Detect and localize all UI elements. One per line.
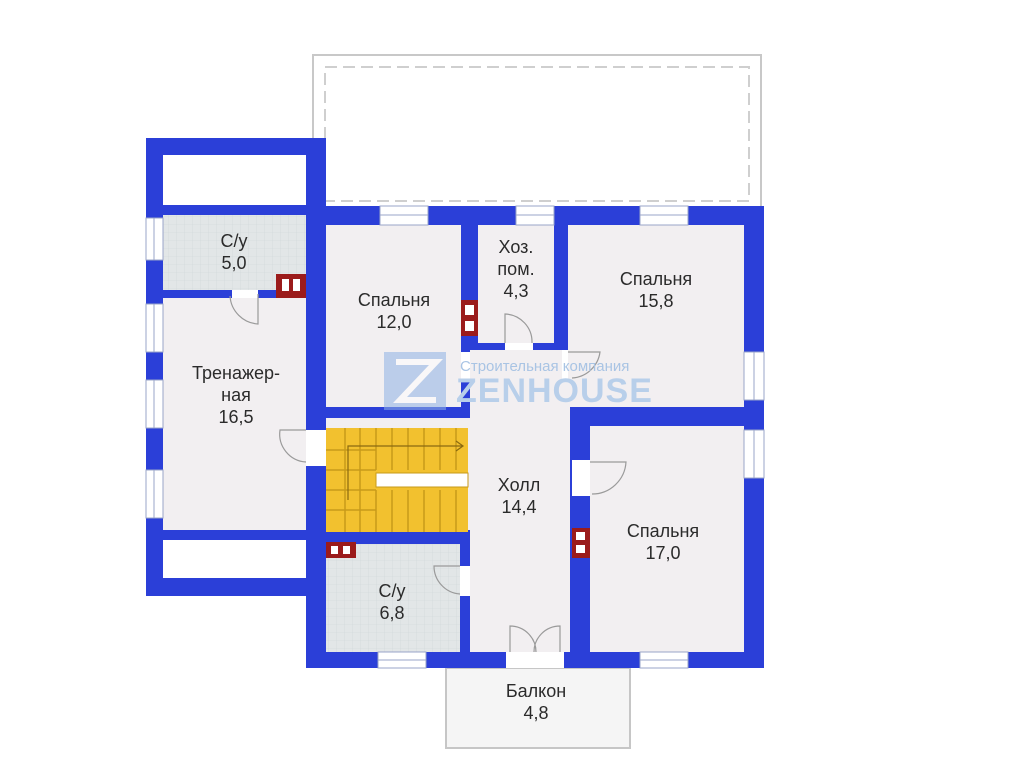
stair-well [375,472,469,488]
bedroom-12-label: Спальня 12,0 [358,289,430,333]
room-name: Балкон [505,681,567,701]
room-area: 5,0 [221,253,247,273]
doors [229,290,627,668]
window-mullions [153,214,755,661]
watermark-subtitle: Строительная компания [460,358,630,375]
balcony [445,667,631,749]
stair-treads [326,428,457,532]
room-area: 6,8 [379,603,405,623]
hall-room [470,350,570,652]
room-name-line1: Хоз. [498,237,534,257]
room-name: С/у [220,231,248,251]
room-area: 15,8 [638,291,674,311]
room-name-line2: ная [221,385,251,405]
room-name: Спальня [619,269,693,289]
watermark-brand: ZENHOUSE [456,372,653,410]
left-top-niche [163,155,306,205]
vent-ducts [276,274,590,558]
storage-room [478,225,554,343]
storage-label: Хоз. пом. 4,3 [497,236,534,302]
room-area: 16,5 [218,407,254,427]
bath-bottom-room [326,544,460,652]
room-name: С/у [378,581,406,601]
room-area: 14,4 [501,497,537,517]
bedroom-17-room [590,426,744,652]
room-name-line1: Тренажер- [191,363,281,383]
bath-top-label: С/у 5,0 [221,230,248,274]
bedroom-15-room [568,225,744,407]
gym-room [163,298,306,530]
room-area: 17,0 [645,543,681,563]
left-bottom-niche [163,540,306,578]
bath-bottom-label: С/у 6,8 [379,580,406,624]
room-area: 12,0 [376,312,412,332]
gym-label: Тренажер- ная 16,5 [192,362,280,428]
room-name: Спальня [626,521,700,541]
room-name-line2: пом. [497,259,535,279]
room-name: Холл [497,475,541,495]
room-area: 4,3 [503,281,529,301]
hall-label: Холл 14,4 [498,474,540,518]
balcony-label: Балкон 4,8 [506,680,566,724]
room-area: 4,8 [523,703,549,723]
stair-arrow-icon [347,440,465,500]
bedroom-15-label: Спальня 15,8 [620,268,692,312]
roof-terrace [312,54,762,208]
room-name: Спальня [357,290,431,310]
zenhouse-logo-icon [384,352,446,410]
bedroom-17-label: Спальня 17,0 [627,520,699,564]
